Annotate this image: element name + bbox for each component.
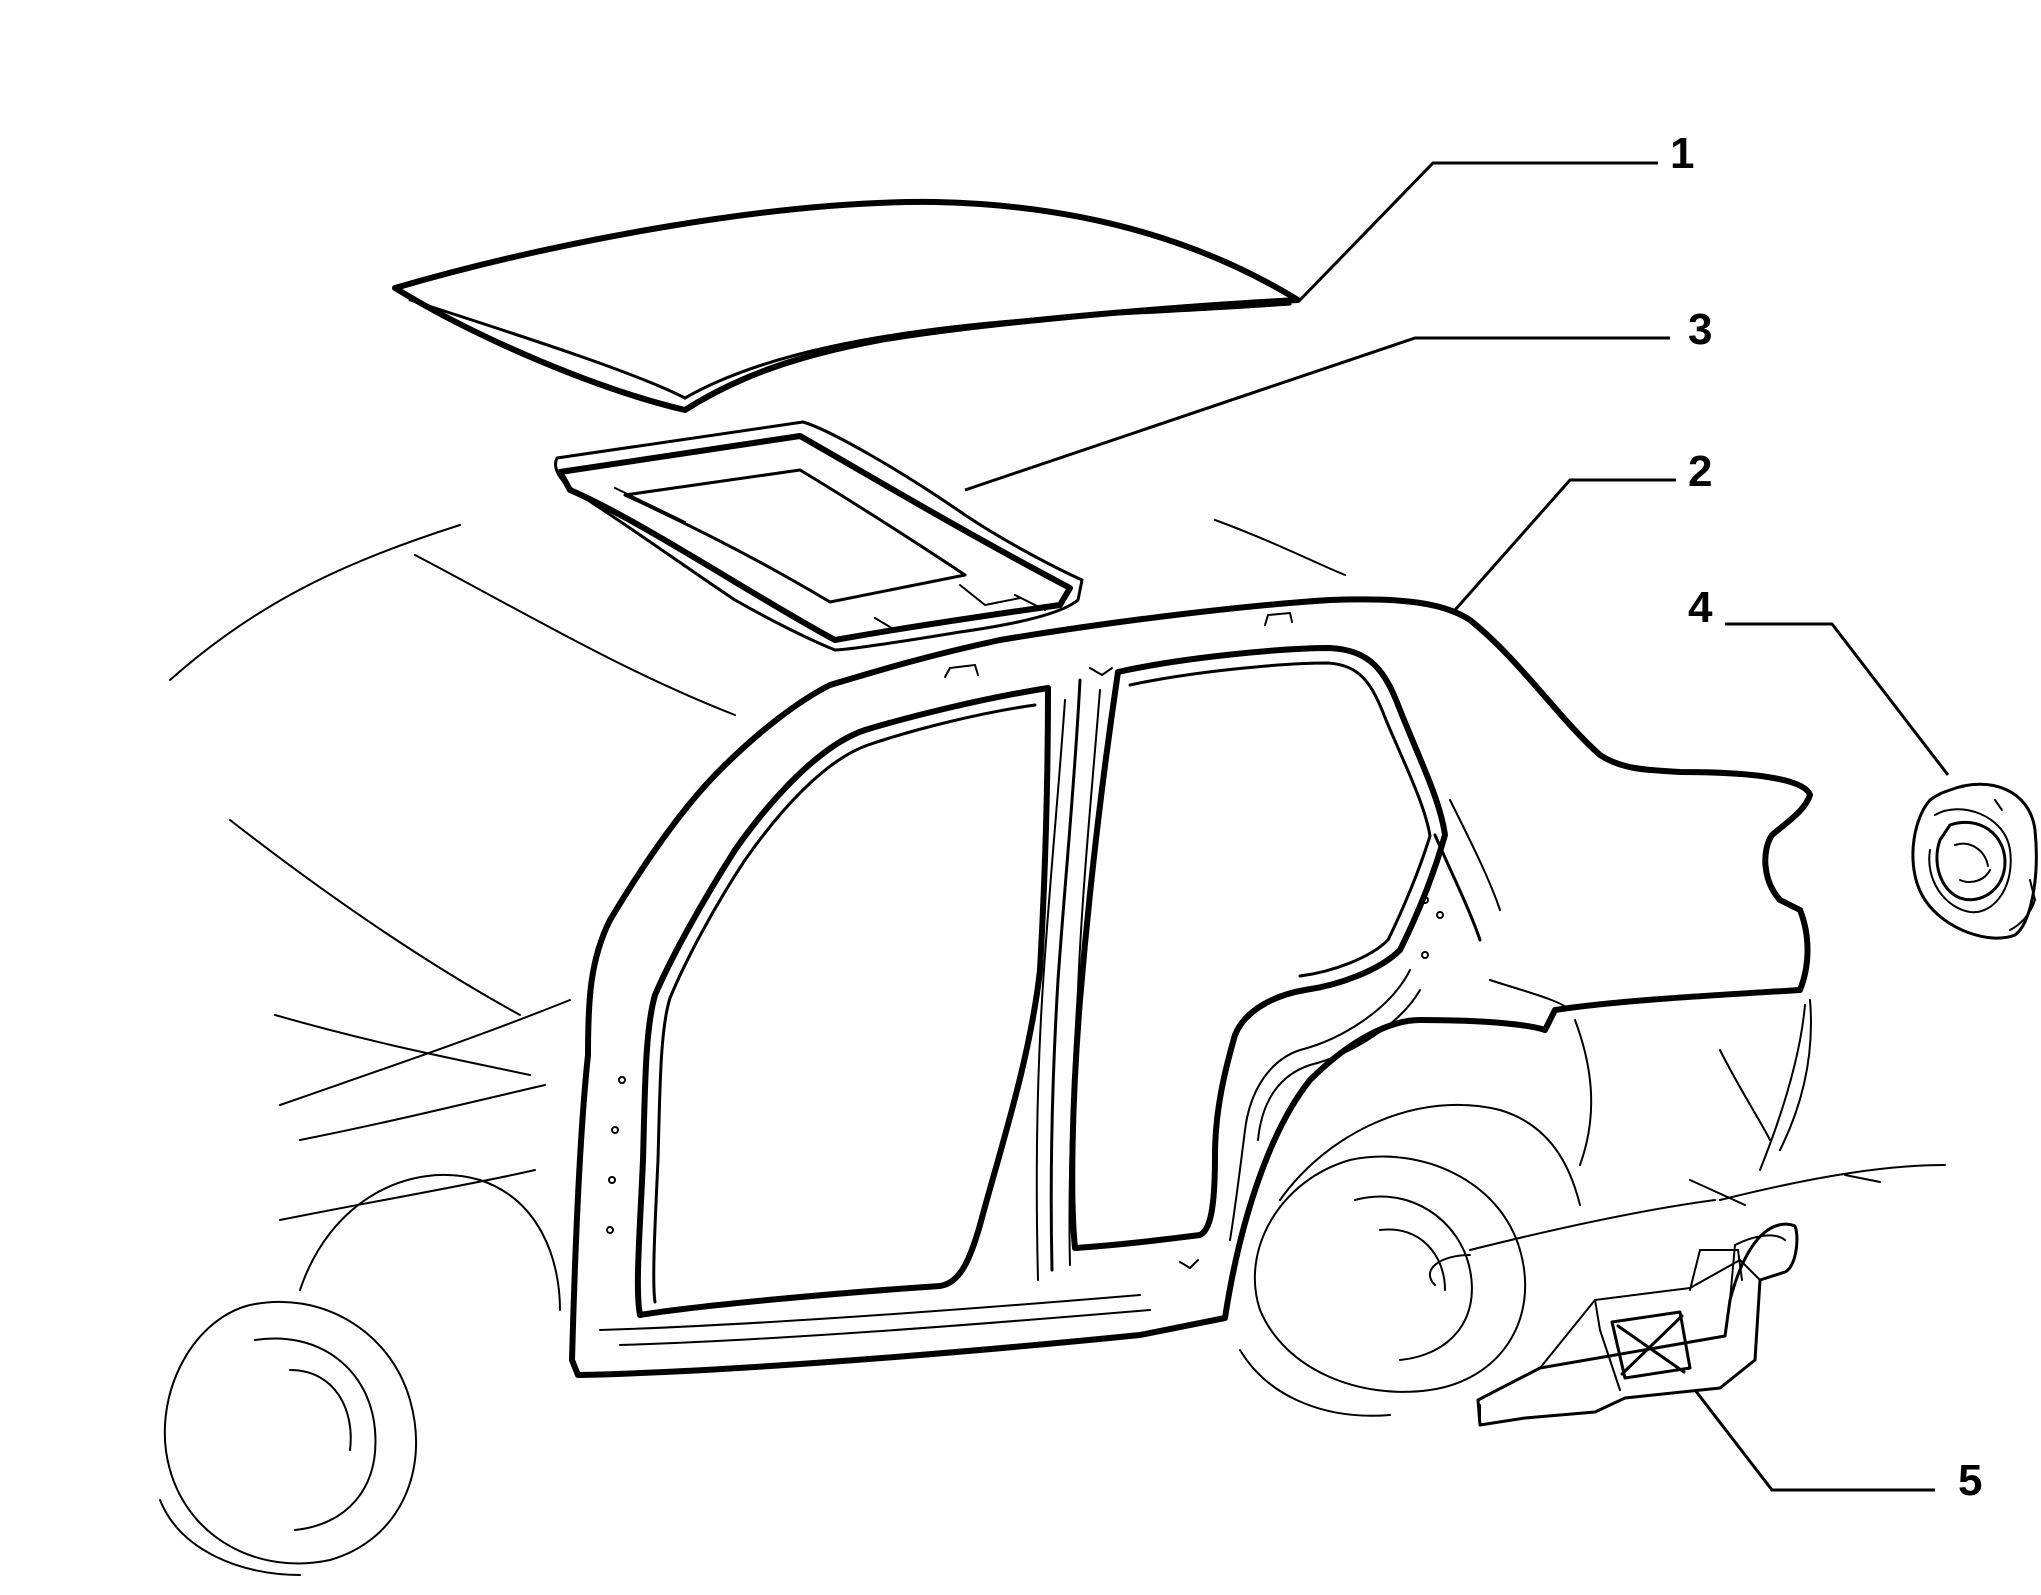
callout-label-5: 5 <box>1958 1456 1982 1505</box>
leader-line-4 <box>1725 622 1950 776</box>
leader-line-3 <box>964 336 1670 492</box>
sunroof-frame-part <box>554 420 1084 652</box>
callout-label-1: 1 <box>1670 129 1694 178</box>
callout-label-2: 2 <box>1688 447 1712 496</box>
leader-line-1 <box>1298 161 1658 302</box>
sill-bracket-part <box>1476 1222 1799 1427</box>
roof-panel-part <box>392 198 1301 413</box>
leader-line-2 <box>1453 478 1676 611</box>
body-side-panel-part <box>569 596 1813 1378</box>
fuel-filler-housing-part <box>1911 782 2038 940</box>
leader-lines <box>964 161 1950 1492</box>
leader-line-5 <box>1693 1389 1935 1492</box>
callout-label-4: 4 <box>1688 583 1713 632</box>
callout-labels: 1 3 2 4 5 <box>1670 129 1982 1505</box>
car-body-outline <box>159 519 1946 1576</box>
callout-label-3: 3 <box>1688 305 1712 354</box>
